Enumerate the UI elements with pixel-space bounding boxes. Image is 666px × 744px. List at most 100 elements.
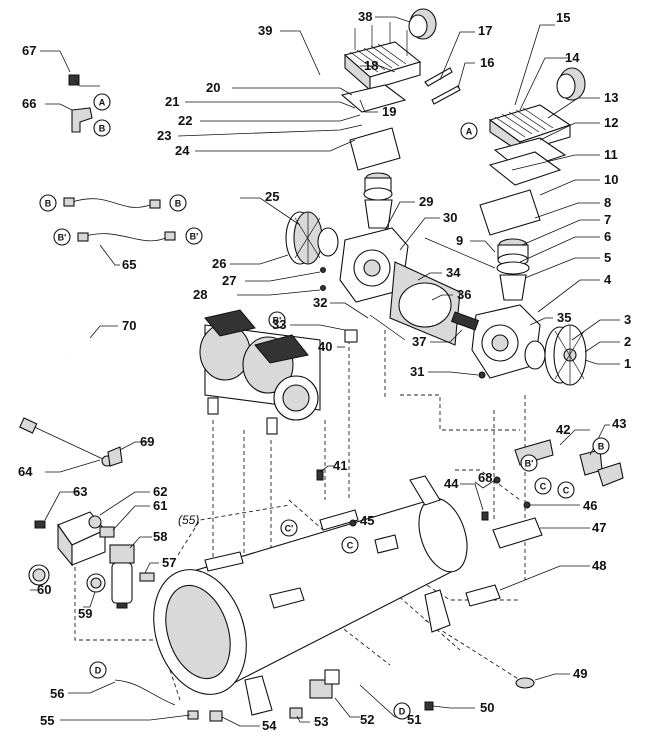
- callout-39: 39: [258, 23, 272, 38]
- callout-34: 34: [446, 265, 461, 280]
- callout-64: 64: [18, 464, 33, 479]
- callout-55-reference: (55): [178, 513, 199, 527]
- callout-43: 43: [612, 416, 626, 431]
- svg-text:B: B: [45, 199, 52, 209]
- connector-bp-3: B': [268, 311, 286, 329]
- callout-numbers: 1 2 3 4 5 6 7 8 9 10 11 12 13 14 15 16 1…: [18, 9, 631, 733]
- svg-text:C: C: [540, 482, 547, 492]
- connector-b-1: B: [93, 119, 111, 137]
- callout-58: 58: [153, 529, 167, 544]
- callout-2: 2: [624, 334, 631, 349]
- callout-29: 29: [419, 194, 433, 209]
- callout-70: 70: [122, 318, 136, 333]
- callout-50: 50: [480, 700, 494, 715]
- callout-54: 54: [262, 718, 277, 733]
- callout-8: 8: [604, 195, 611, 210]
- callout-56: 56: [50, 686, 64, 701]
- svg-text:A: A: [466, 127, 473, 137]
- callout-11: 11: [604, 147, 618, 162]
- connector-bp-4: B': [520, 454, 538, 472]
- connector-bp-2: B': [185, 227, 203, 245]
- callout-48: 48: [592, 558, 606, 573]
- svg-text:B': B': [525, 459, 534, 469]
- callout-33: 33: [272, 317, 286, 332]
- callout-23: 23: [157, 128, 171, 143]
- callout-62: 62: [153, 484, 167, 499]
- svg-text:D: D: [95, 666, 102, 676]
- callout-20: 20: [206, 80, 220, 95]
- callout-4: 4: [604, 272, 612, 287]
- callout-16: 16: [480, 55, 494, 70]
- svg-text:A: A: [99, 98, 106, 108]
- callout-44: 44: [444, 476, 459, 491]
- callout-18: 18: [364, 58, 378, 73]
- callout-38: 38: [358, 9, 372, 24]
- svg-text:B': B': [273, 316, 282, 326]
- callout-61: 61: [153, 498, 167, 513]
- callout-21: 21: [165, 94, 179, 109]
- callout-10: 10: [604, 172, 618, 187]
- pump-left-assembly: [285, 8, 480, 346]
- callout-49: 49: [573, 666, 587, 681]
- callout-36: 36: [457, 287, 471, 302]
- connector-c-1: C: [534, 477, 552, 495]
- connector-markers: A B A B B B' B' B' B B' C C C' C D D: [39, 93, 610, 720]
- callout-51: 51: [407, 712, 421, 727]
- callout-17: 17: [478, 23, 492, 38]
- connector-a-2: A: [460, 122, 478, 140]
- connector-b-3: B: [169, 194, 187, 212]
- callout-5: 5: [604, 250, 611, 265]
- callout-25: 25: [265, 189, 279, 204]
- callout-57: 57: [162, 555, 176, 570]
- callout-69: 69: [140, 434, 154, 449]
- svg-text:B: B: [598, 442, 605, 452]
- svg-text:B: B: [99, 124, 106, 134]
- callout-32: 32: [313, 295, 327, 310]
- callout-67: 67: [22, 43, 36, 58]
- callout-42: 42: [556, 422, 570, 437]
- callout-28: 28: [193, 287, 207, 302]
- callout-52: 52: [360, 712, 374, 727]
- callout-53: 53: [314, 714, 328, 729]
- callout-46: 46: [583, 498, 597, 513]
- callout-30: 30: [443, 210, 457, 225]
- callout-24: 24: [175, 143, 190, 158]
- callout-60: 60: [37, 582, 51, 597]
- air-tank: [153, 475, 468, 716]
- callout-41: 41: [333, 458, 347, 473]
- connector-b-2: B: [39, 194, 57, 212]
- connector-c-3: C: [341, 536, 359, 554]
- callout-13: 13: [604, 90, 618, 105]
- callout-47: 47: [592, 520, 606, 535]
- connector-c-2: C: [557, 481, 575, 499]
- callout-59: 59: [78, 606, 92, 621]
- leader-lines: [30, 16, 620, 727]
- pump-right-assembly: [369, 67, 587, 386]
- callout-45: 45: [360, 513, 374, 528]
- callout-6: 6: [604, 229, 611, 244]
- connector-b-4: B: [592, 437, 610, 455]
- svg-text:C: C: [563, 486, 570, 496]
- callout-3: 3: [624, 312, 631, 327]
- callout-12: 12: [604, 115, 618, 130]
- connector-a-1: A: [93, 93, 111, 111]
- callout-22: 22: [178, 113, 192, 128]
- callout-40: 40: [318, 339, 332, 354]
- connector-d-1: D: [89, 661, 107, 679]
- callout-26: 26: [212, 256, 226, 271]
- svg-text:B': B': [58, 233, 67, 243]
- callout-66: 66: [22, 96, 36, 111]
- callout-35: 35: [557, 310, 571, 325]
- callout-27: 27: [222, 273, 236, 288]
- callout-19: 19: [382, 104, 396, 119]
- callout-63: 63: [73, 484, 87, 499]
- compressor-assembled: [199, 309, 321, 435]
- callout-55: 55: [40, 713, 54, 728]
- callout-31: 31: [410, 364, 424, 379]
- connector-bp-1: B': [53, 228, 71, 246]
- svg-text:C: C: [347, 541, 354, 551]
- svg-text:D: D: [399, 707, 406, 717]
- callout-14: 14: [565, 50, 580, 65]
- svg-text:B': B': [190, 232, 199, 242]
- svg-text:B: B: [175, 199, 182, 209]
